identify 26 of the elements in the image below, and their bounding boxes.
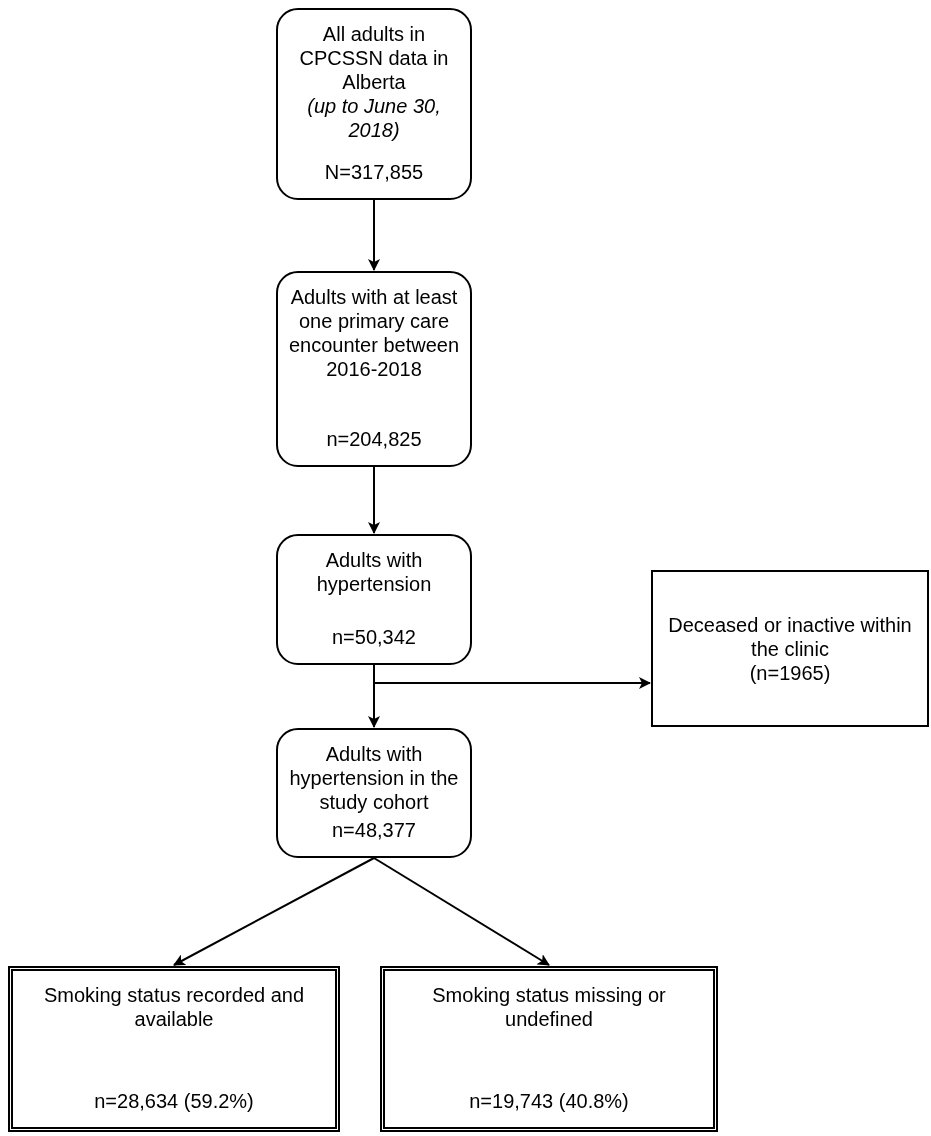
arrow	[373, 664, 651, 689]
process-box	[651, 570, 929, 727]
box-text: Adults with hypertension	[315, 548, 433, 596]
process-box	[276, 271, 472, 467]
box-text: Deceased or inactive within the clinic	[667, 612, 913, 661]
arrow	[368, 466, 380, 534]
box-text: Adults with at least one primary care encounter between 2016-2018	[287, 285, 461, 381]
count-text: n=50,342	[332, 625, 416, 649]
process-box	[276, 534, 472, 665]
count-text: n=204,825	[326, 427, 422, 451]
process-box	[380, 966, 718, 1132]
count-text: N=317,855	[324, 160, 424, 184]
process-box	[276, 728, 472, 858]
count-text: n=19,743 (40.8%)	[469, 1089, 629, 1113]
arrow	[373, 857, 550, 966]
box-text: Smoking status recorded and available	[42, 983, 306, 1031]
count-text: n=48,377	[332, 818, 416, 842]
box-text: Smoking status missing or undefined	[431, 983, 667, 1031]
process-box	[276, 8, 472, 200]
box-text: (up to June 30, 2018)	[306, 94, 442, 142]
arrow	[173, 857, 375, 966]
box-text: All adults in CPCSSN data in Alberta	[298, 22, 450, 94]
count-text: (n=1965)	[749, 660, 831, 685]
process-box	[8, 966, 340, 1132]
arrow	[368, 199, 380, 271]
count-text: n=28,634 (59.2%)	[94, 1089, 254, 1113]
